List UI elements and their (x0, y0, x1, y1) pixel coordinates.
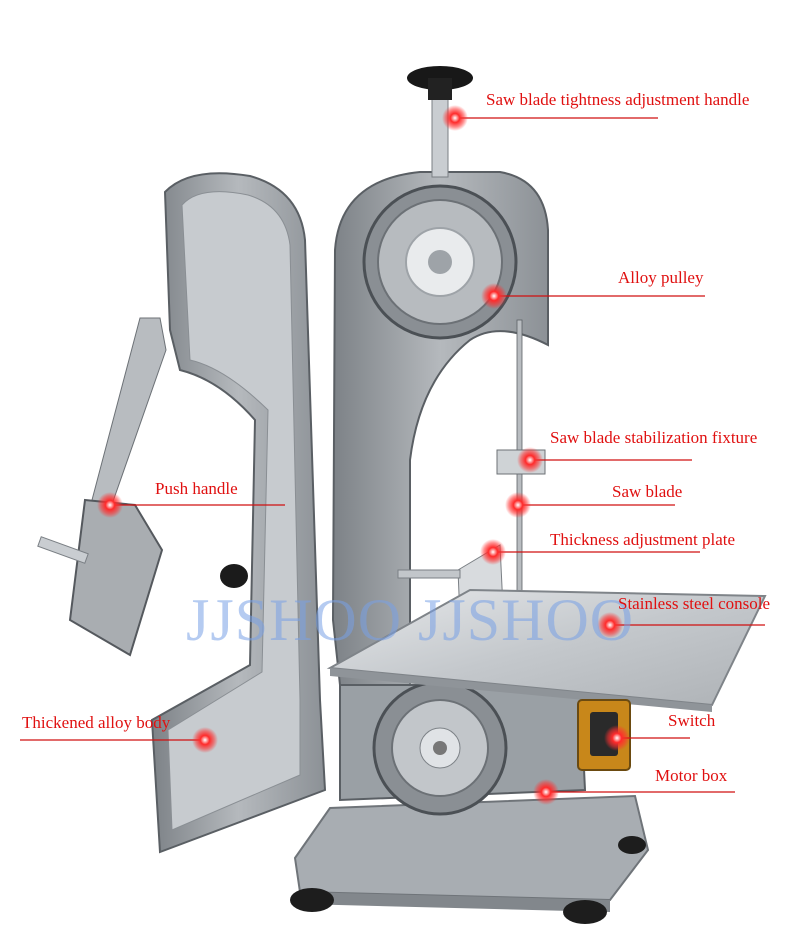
callout-alloy-pulley: Alloy pulley (618, 268, 704, 287)
marker-dot (533, 779, 559, 805)
marker-dot (597, 612, 623, 638)
marker-dot (481, 283, 507, 309)
callout-saw-blade: Saw blade (612, 482, 683, 501)
callout-push-handle: Push handle (155, 479, 238, 498)
door-panel (150, 172, 327, 854)
marker-dot (505, 492, 531, 518)
watermark-text: JJSHOO JJSHOO (186, 587, 635, 653)
marker-dot (192, 727, 218, 753)
marker-dot (480, 539, 506, 565)
callout-thickness-plate: Thickness adjustment plate (550, 530, 736, 549)
marker-dot (97, 492, 123, 518)
callout-tightness-handle: Saw blade tightness adjustment handle (486, 90, 750, 109)
base-plate (290, 794, 650, 924)
callout-switch: Switch (668, 711, 716, 730)
lower-pulley (372, 680, 508, 816)
callout-steel-console: Stainless steel console (618, 594, 771, 613)
upper-pulley (362, 184, 518, 340)
door-knob (220, 564, 248, 588)
leader-lines (20, 117, 765, 793)
marker-dot (517, 447, 543, 473)
callout-markers (97, 105, 630, 805)
callout-alloy-body: Thickened alloy body (22, 713, 171, 732)
callout-motor-box: Motor box (655, 766, 728, 785)
marker-dot (442, 105, 468, 131)
callout-stabilization-fixture: Saw blade stabilization fixture (550, 428, 758, 447)
marker-dot (604, 725, 630, 751)
push-handle-shape (37, 317, 167, 657)
